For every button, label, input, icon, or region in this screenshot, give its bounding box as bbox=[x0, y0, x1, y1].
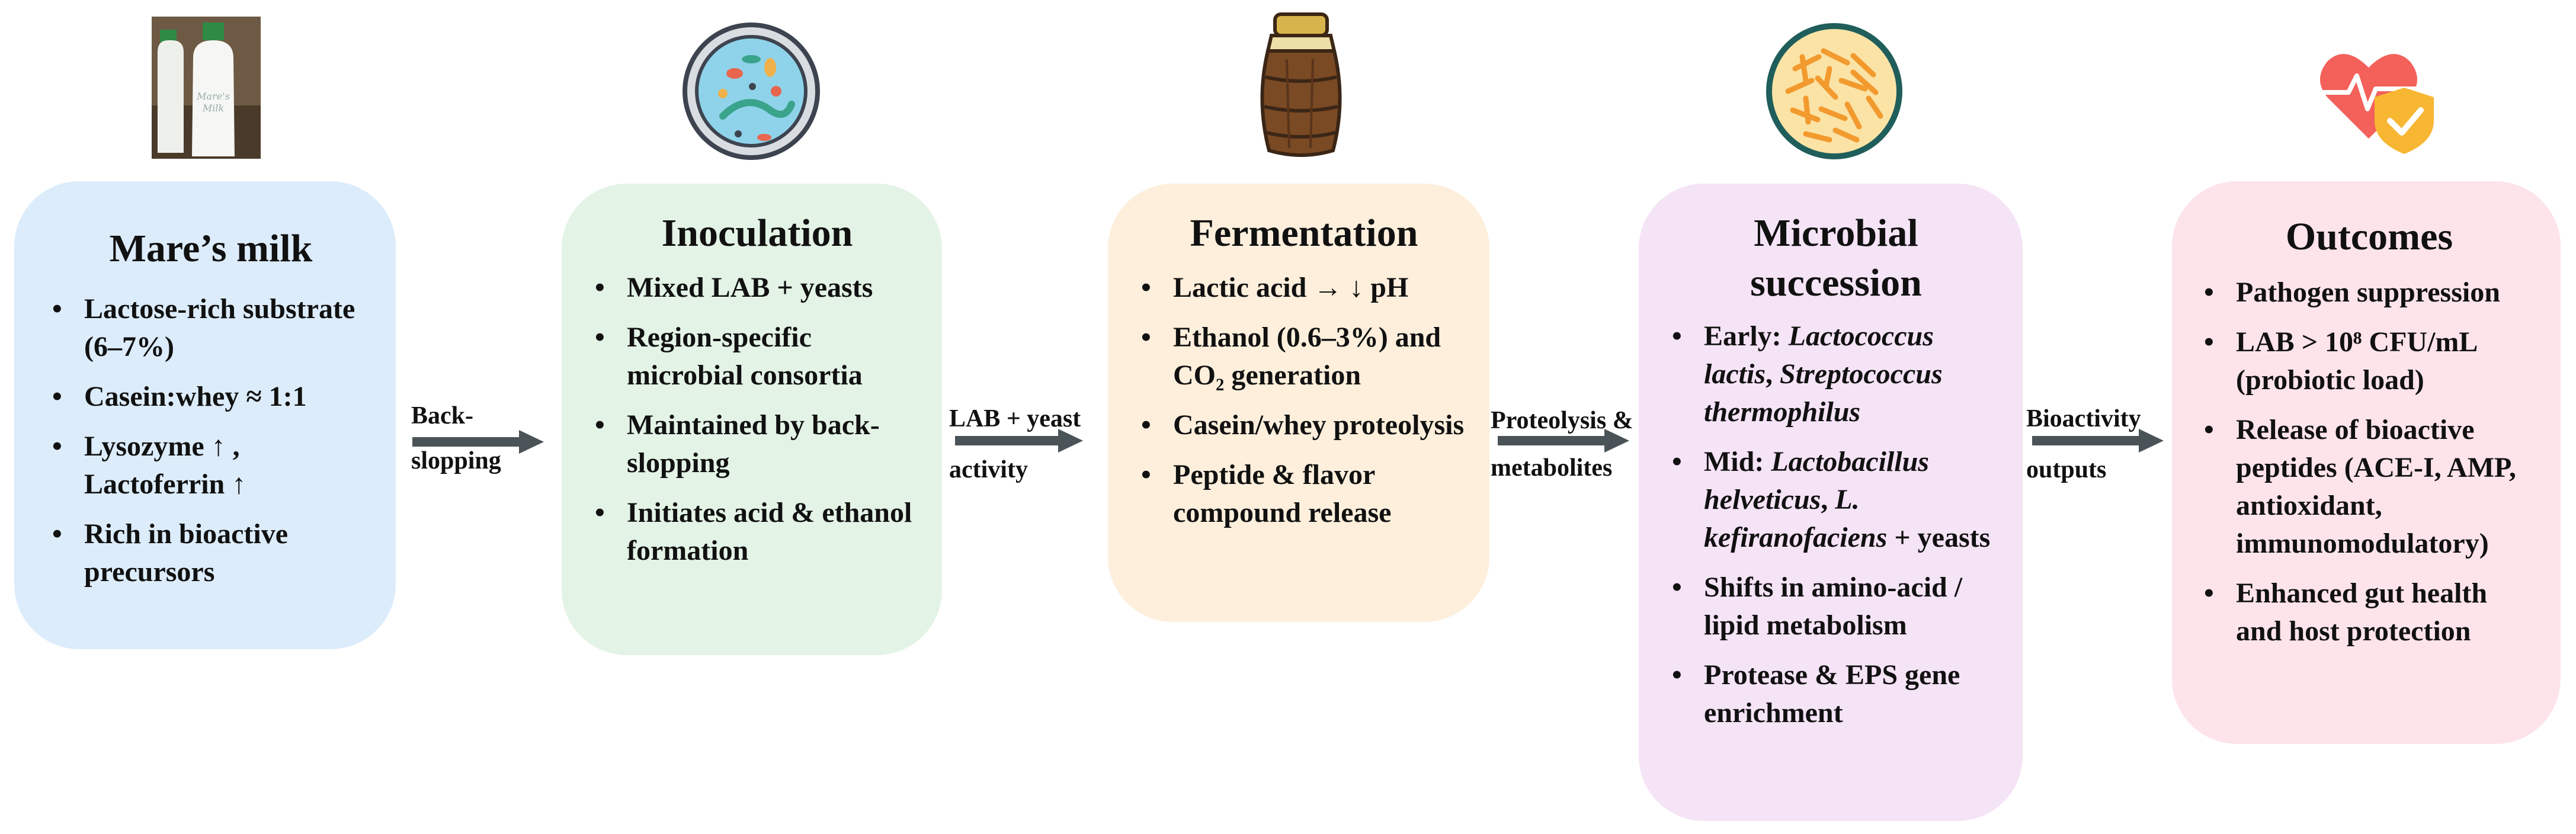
bullet-list: Early: Lactococcus lactis, Streptococcus… bbox=[1670, 317, 2003, 732]
list-item: LAB > 10⁸ CFU/mL (probiotic load) bbox=[2202, 323, 2537, 399]
list-item: Release of bioactive peptides (ACE-I, AM… bbox=[2202, 411, 2537, 563]
arrow-icon bbox=[412, 430, 544, 454]
bullet-list: Lactic acid → ↓ pH Ethanol (0.6–3%) and … bbox=[1139, 269, 1469, 532]
list-item: Protease & EPS gene enrichment bbox=[1670, 656, 2003, 732]
list-item: Mixed LAB + yeasts bbox=[592, 269, 922, 307]
arrow-icon bbox=[1498, 429, 1629, 453]
stage-title: Inoculation bbox=[661, 211, 853, 255]
svg-text:Mare's: Mare's bbox=[196, 91, 230, 102]
arrow-label-lab-yeast-activity: LAB + yeast activity bbox=[949, 405, 1081, 483]
fermentation-jar-icon bbox=[1254, 12, 1348, 161]
arrow-label-proteolysis-metabolites: Proteolysis & metabolites bbox=[1491, 407, 1633, 482]
stage-outcomes: Outcomes Pathogen suppression LAB > 10⁸ … bbox=[2172, 181, 2561, 744]
list-item: Pathogen suppression bbox=[2202, 274, 2537, 312]
list-item: Initiates acid & ethanol formation bbox=[592, 494, 922, 570]
list-item: Mid: Lactobacillus helveticus, L. kefira… bbox=[1670, 443, 2003, 557]
list-item: Casein:whey ≈ 1:1 bbox=[50, 378, 372, 416]
list-item: Casein/whey proteolysis bbox=[1139, 406, 1469, 444]
bullet-list: Mixed LAB + yeasts Region-specific micro… bbox=[592, 269, 922, 570]
stage-title: Microbial succession bbox=[1750, 211, 1922, 304]
list-item: Enhanced gut health and host protection bbox=[2202, 575, 2537, 650]
heart-shield-icon bbox=[2315, 38, 2441, 156]
stage-fermentation: Fermentation Lactic acid → ↓ pH Ethanol … bbox=[1108, 184, 1489, 622]
milk-bottles-icon: Mare's Milk bbox=[152, 17, 261, 159]
stage-microbial-succession: Microbial succession Early: Lactococcus … bbox=[1639, 184, 2023, 821]
petri-dish-icon bbox=[681, 21, 821, 161]
stage-title: Fermentation bbox=[1190, 211, 1418, 255]
arrow-icon bbox=[955, 429, 1083, 453]
stage-inoculation: Inoculation Mixed LAB + yeasts Region-sp… bbox=[562, 184, 942, 655]
list-item: Ethanol (0.6–3%) and CO₂ generation bbox=[1139, 319, 1469, 394]
list-item: Shifts in amino-acid / lipid metabolism bbox=[1670, 569, 2003, 644]
list-item: Lysozyme ↑ , Lactoferrin ↑ bbox=[50, 428, 372, 503]
list-item: Lactose-rich substrate (6–7%) bbox=[50, 290, 372, 366]
list-item: Early: Lactococcus lactis, Streptococcus… bbox=[1670, 317, 2003, 431]
list-item: Peptide & flavor compound release bbox=[1139, 456, 1469, 532]
svg-text:Milk: Milk bbox=[202, 102, 224, 114]
stage-mares-milk: Mare’s milk Lactose-rich substrate (6–7%… bbox=[14, 181, 396, 649]
list-item: Lactic acid → ↓ pH bbox=[1139, 269, 1469, 307]
list-item: Region-specific microbial consortia bbox=[592, 319, 922, 394]
stage-title: Outcomes bbox=[2285, 215, 2453, 258]
arrow-label-bioactivity-outputs: Bioactivity outputs bbox=[2026, 405, 2141, 483]
stage-title: Mare’s milk bbox=[109, 227, 313, 270]
bacteria-colony-icon bbox=[1764, 21, 1904, 161]
list-item: Maintained by back-slopping bbox=[592, 406, 922, 482]
bullet-list: Lactose-rich substrate (6–7%) Casein:whe… bbox=[50, 290, 372, 591]
arrow-label-back-slopping: Back- slopping bbox=[411, 402, 501, 474]
list-item: Rich in bioactive precursors bbox=[50, 515, 372, 591]
arrow-icon bbox=[2032, 429, 2164, 453]
bullet-list: Pathogen suppression LAB > 10⁸ CFU/mL (p… bbox=[2202, 274, 2537, 650]
